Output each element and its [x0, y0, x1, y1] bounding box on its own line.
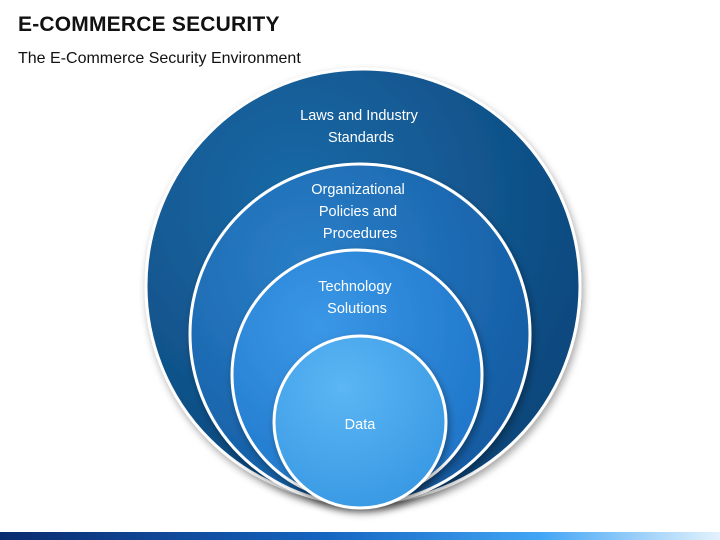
ring-label-line: Organizational	[311, 182, 405, 198]
ring-label-line: Data	[345, 417, 377, 433]
ring-label-line: Policies and	[319, 204, 397, 220]
footer-gradient-bar	[0, 532, 720, 540]
ring-label: Organizational Policies and Procedures	[311, 182, 409, 242]
ring-label-line: Standards	[328, 130, 394, 146]
page-subtitle: The E-Commerce Security Environment	[18, 50, 301, 67]
ring-label-line: Solutions	[327, 301, 387, 317]
ring-data: Data	[272, 334, 448, 510]
ring-label-line: Technology	[318, 279, 392, 295]
ring-label: Laws and Industry Standards	[300, 108, 422, 146]
ring-label-line: Laws and Industry	[300, 108, 418, 124]
page-title: E-COMMERCE SECURITY	[18, 13, 280, 36]
ring-label-line: Procedures	[323, 226, 397, 242]
ring-label: Data	[345, 417, 377, 433]
ring-label: Technology Solutions	[318, 279, 395, 317]
ring-shape	[272, 334, 448, 510]
